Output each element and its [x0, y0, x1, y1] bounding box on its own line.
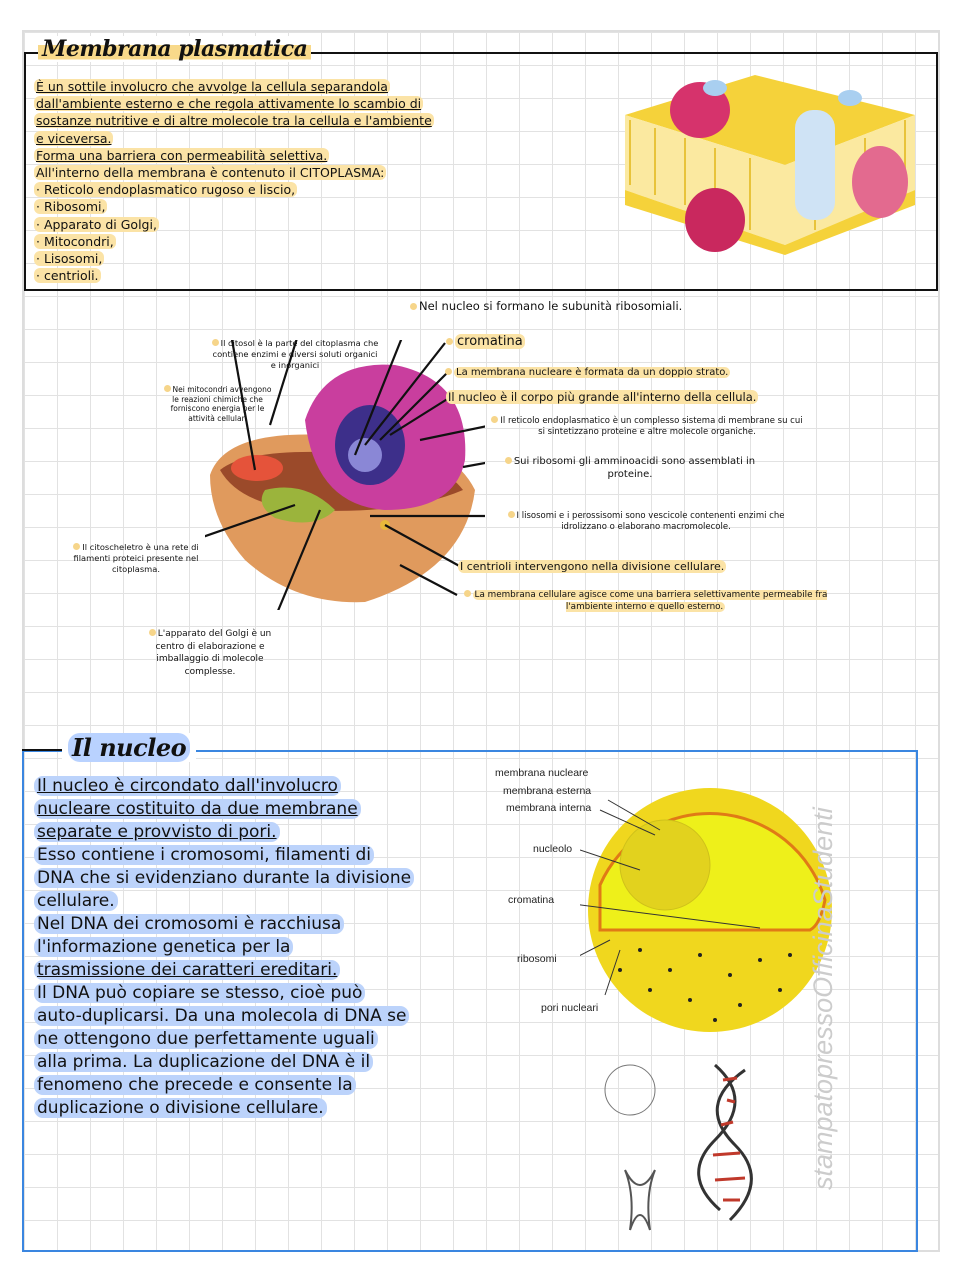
text-line: Nel DNA dei cromosomi è racchiusa [34, 914, 345, 934]
watermark: stampatopressoOfficinaStudenti [808, 807, 838, 1190]
list-item: · centrioli. [34, 268, 101, 284]
list-item: · Apparato di Golgi, [34, 216, 159, 232]
text-line: ne ottengono due perfettamente uguali [34, 1029, 378, 1049]
section-title-membrana: Membrana plasmatica [38, 36, 311, 62]
label-membrana-interna: membrana interna [506, 802, 592, 814]
list-item: · Reticolo endoplasmatico rugoso e lisci… [34, 182, 298, 198]
callout-nuclear-membrane: La membrana nucleare è formata da un dop… [445, 367, 731, 379]
list-item: · Ribosomi, [34, 199, 108, 215]
text-line: Forma una barriera con permeabilità sele… [34, 147, 330, 163]
text-line: Esso contiene i cromosomi, filamenti di [34, 845, 375, 865]
text-line: e viceversa. [34, 130, 114, 146]
membrane-section-box [24, 52, 938, 291]
text-line: Il nucleo è circondato dall'involucro [34, 776, 341, 796]
callout-centrioles: I centrioli intervengono nella divisione… [458, 560, 727, 573]
text-line: sostanze nutritive e di altre molecole t… [34, 113, 434, 129]
callout-lines [205, 340, 485, 610]
text-line: separate e provvisto di pori. [34, 822, 280, 842]
callout-ribosomal-subunits: Nel nucleo si formano le subunità riboso… [410, 300, 682, 313]
text-line: fenomeno che precede e consente la [34, 1075, 356, 1095]
membrane-illustration [625, 75, 915, 255]
text-line: cellulare. [34, 891, 118, 911]
label-membrana-nucleare: membrana nucleare [495, 767, 589, 779]
dna-chromosome-sketch [604, 1063, 753, 1231]
nucleus-illustration [580, 788, 832, 1032]
nucleus-section-box [22, 750, 918, 1252]
callout-cytoskeleton: Il citoscheletro è una rete di filamenti… [73, 542, 199, 574]
animal-cell-illustration [205, 340, 485, 610]
text-line: Il DNA può copiare se stesso, cioè può [34, 983, 366, 1003]
text-line: alla prima. La duplicazione del DNA è il [34, 1052, 374, 1072]
label-pori-nucleari: pori nucleari [541, 1002, 599, 1014]
text-line: trasmissione dei caratteri ereditari. [34, 960, 341, 980]
membrane-text: È un sottile involucro che avvolge la ce… [34, 78, 434, 284]
section-title-nucleo: Il nucleo [62, 733, 197, 762]
callout-cell-membrane: La membrana cellulare agisce come una ba… [448, 590, 843, 613]
text-line: È un sottile involucro che avvolge la ce… [34, 79, 390, 94]
callout-lysosomes: I lisosomi e i perossisomi sono vescicol… [496, 511, 796, 533]
text-line: dall'ambiente esterno e che regola attiv… [34, 96, 424, 112]
callout-cytosol: Il citosol è la parte del citoplasma che… [211, 338, 379, 370]
callout-nucleus: Il nucleo è il corpo più grande all'inte… [446, 390, 759, 404]
callout-golgi: L'apparato del Golgi è un centro di elab… [140, 628, 280, 678]
label-membrana-esterna: membrana esterna [503, 785, 592, 797]
callout-cromatina: cromatina [446, 334, 525, 349]
label-nucleolo: nucleolo [533, 843, 573, 855]
label-ribosomi: ribosomi [517, 953, 557, 965]
label-cromatina: cromatina [508, 894, 555, 906]
text-line: duplicazione o divisione cellulare. [34, 1098, 327, 1118]
nucleus-text: Il nucleo è circondato dall'involucro nu… [34, 775, 415, 1120]
callout-er: Il reticolo endoplasmatico è un compless… [488, 416, 806, 438]
text-line: All'interno della membrana è contenuto i… [34, 165, 387, 181]
text-line: nucleare costituito da due membrane [34, 799, 361, 819]
divider [22, 749, 67, 751]
text-line: DNA che si evidenziano durante la divisi… [34, 868, 415, 888]
list-item: · Lisosomi, [34, 251, 105, 267]
callout-ribosomes: Sui ribosomi gli amminoacidi sono assemb… [500, 455, 760, 481]
callout-mitochondria: Nei mitocondri avvengono le reazioni chi… [160, 385, 275, 423]
text-line: l'informazione genetica per la [34, 937, 294, 957]
list-item: · Mitocondri, [34, 233, 116, 249]
text-line: auto-duplicarsi. Da una molecola di DNA … [34, 1006, 410, 1026]
